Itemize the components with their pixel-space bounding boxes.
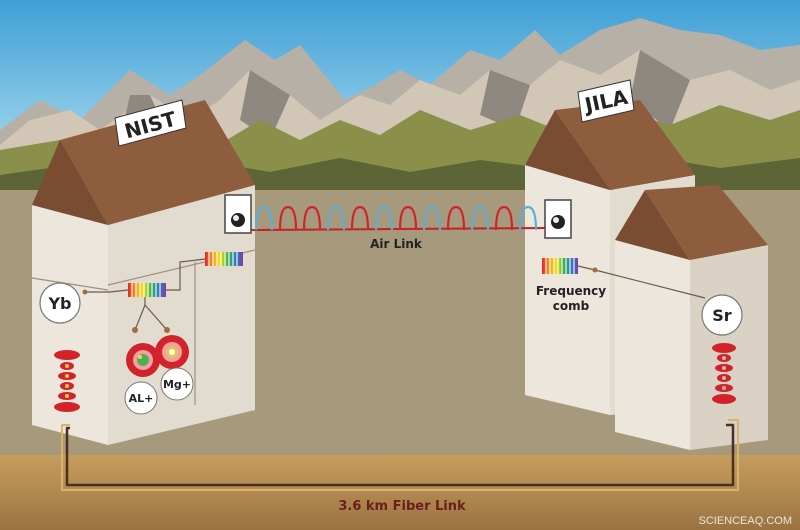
nist-building [31,99,256,445]
soil [0,455,800,530]
yb-label: Yb [47,294,71,313]
nist-roof-front [32,140,108,225]
nist-side-wall [108,185,255,445]
mg-ion-label: Mg+ [163,378,191,391]
air-link-label: Air Link [370,237,423,251]
air-link-pulses [254,205,538,231]
frequency-comb-label-line1: Frequency [536,284,606,298]
sr-optical-lattice [712,343,736,404]
sr-front-wall [615,240,690,450]
mg-ion-circle [160,367,194,401]
al-ion-circle [124,381,158,415]
nist-roof-top [60,100,255,225]
frequency-comb-label-line2: comb [553,299,590,313]
nist-front-wall [32,205,108,445]
sr-roof-top [645,185,768,260]
mountains-shadow-2 [480,70,530,130]
jila-roof-top [555,100,695,190]
jila-roof-front [525,110,610,190]
yb-optical-lattice [54,350,80,412]
sr-label: Sr [712,306,732,325]
yb-atom-circle [39,282,81,324]
nist-sign-board [114,99,187,147]
fiber-link [61,419,739,491]
watermark: SCIENCEAQ.COM [698,515,792,527]
nist-comb-outer [205,252,243,266]
sr-building [615,185,768,450]
ion-trap [126,335,189,377]
fiber-link-label: 3.6 km Fiber Link [338,499,466,514]
sr-atom-circle [701,294,743,336]
nist-comb-inner [128,283,166,297]
nist-connectors [85,258,206,331]
jila-sign-board [577,79,635,123]
jila-comb [542,258,578,274]
mountains-shadow [240,70,290,140]
sr-roof-front [615,190,690,260]
al-ion-label: AL+ [129,392,154,405]
